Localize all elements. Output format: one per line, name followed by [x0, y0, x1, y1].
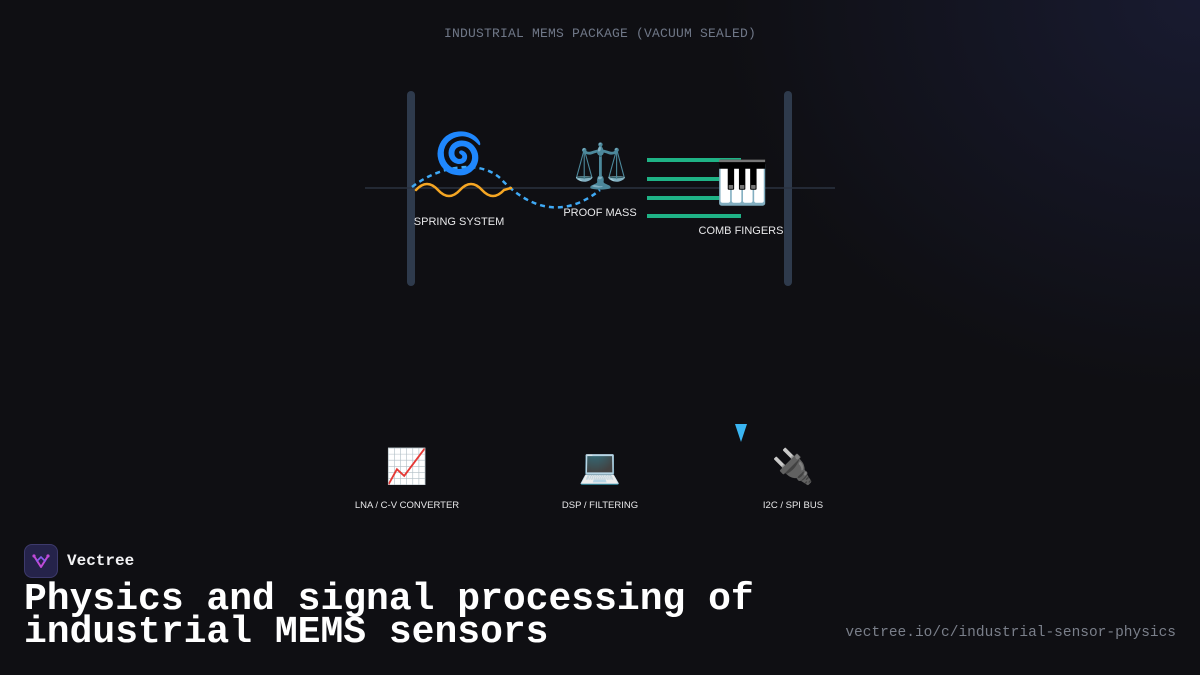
comb-fingers-label: COMB FINGERS [698, 225, 784, 237]
proof-mass-label: PROOF MASS [563, 207, 637, 219]
stage-label-bus: I2C / SPI BUS [762, 500, 824, 511]
page-title: Physics and signal processing of industr… [24, 578, 754, 654]
laptop-icon: 💻 [578, 447, 622, 487]
stage-label-dsp: DSP / FILTERING [561, 500, 639, 511]
spiral-icon: 🌀 [434, 131, 484, 177]
piano-keyboard-icon: 🎹 [716, 158, 769, 207]
stage-label-lna: LNA / C-V CONVERTER [354, 500, 460, 511]
course-url: vectree.io/c/industrial-sensor-physics [845, 625, 1176, 641]
vectree-logo-icon [24, 544, 58, 578]
chart-increasing-icon: 📈 [385, 447, 429, 487]
spring-system-label: SPRING SYSTEM [413, 216, 505, 228]
package-label: INDUSTRIAL MEMS PACKAGE (VACUUM SEALED) [443, 26, 757, 41]
balance-scale-icon: ⚖️ [573, 141, 628, 192]
brand: Vectree [24, 544, 134, 578]
electric-plug-icon: 🔌 [771, 447, 815, 487]
brand-name: Vectree [67, 552, 135, 570]
spring-wave [414, 182, 513, 198]
signal-arrow-head [735, 424, 747, 442]
